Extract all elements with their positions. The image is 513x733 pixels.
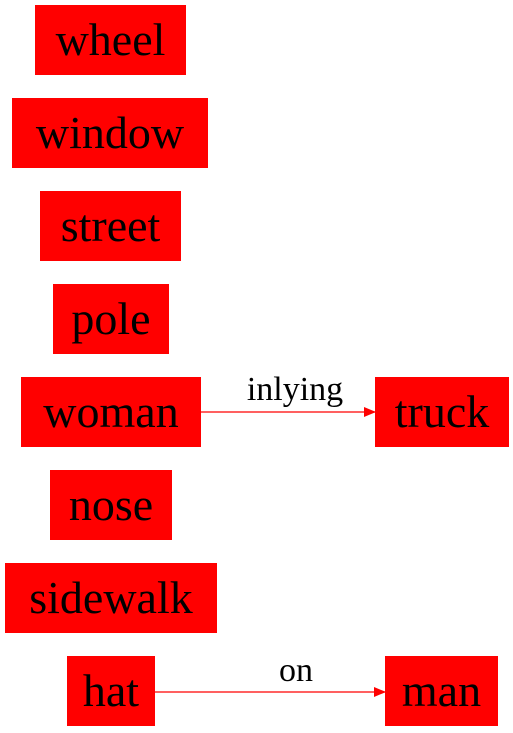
edge-label-inlying: inlying xyxy=(247,371,343,408)
edge-hat-man: on xyxy=(155,652,386,697)
node-truck: truck xyxy=(375,377,509,447)
node-pole: pole xyxy=(53,284,169,354)
node-nose: nose xyxy=(50,470,172,540)
node-sidewalk: sidewalk xyxy=(5,563,217,633)
edge-label-on: on xyxy=(279,652,313,689)
node-woman: woman xyxy=(21,377,201,447)
node-window: window xyxy=(12,98,208,168)
node-street: street xyxy=(40,191,181,261)
node-wheel: wheel xyxy=(35,5,186,75)
node-man: man xyxy=(385,656,498,726)
edge-woman-truck: inlying xyxy=(201,371,376,417)
node-hat: hat xyxy=(67,656,155,726)
